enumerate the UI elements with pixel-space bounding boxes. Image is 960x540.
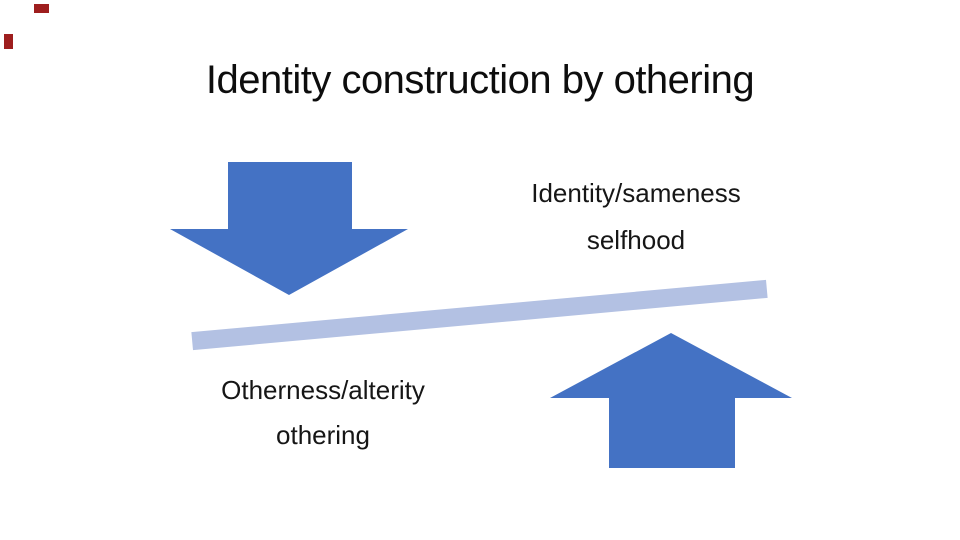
otherness-label-line2: othering bbox=[276, 420, 370, 450]
up-arrow-icon bbox=[550, 333, 792, 468]
identity-label-block: Identity/sameness selfhood bbox=[461, 170, 811, 264]
up-arrow-shape bbox=[550, 333, 792, 468]
identity-label-line1: Identity/sameness bbox=[531, 178, 741, 208]
identity-label-line2: selfhood bbox=[586, 225, 686, 255]
slide-title: Identity construction by othering bbox=[205, 58, 755, 102]
otherness-label-line1: Otherness/alterity bbox=[221, 375, 425, 405]
corner-mark-top bbox=[34, 4, 49, 13]
corner-mark-left bbox=[4, 34, 13, 49]
otherness-label-block: Otherness/alterity othering bbox=[148, 368, 498, 458]
down-arrow-icon bbox=[170, 162, 408, 295]
down-arrow-shape bbox=[170, 162, 408, 295]
